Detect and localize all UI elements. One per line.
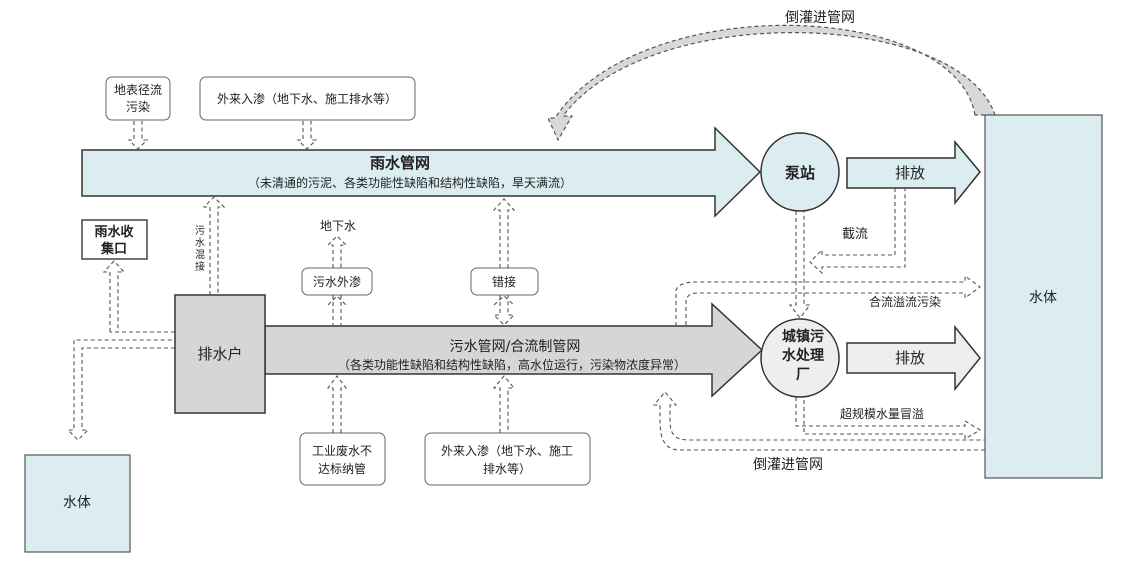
sewage-network-title: 污水管网/合流制管网	[450, 339, 581, 355]
top-backflow-label: 倒灌进管网	[785, 10, 855, 26]
connector-discharger-left-2	[66, 339, 175, 441]
connector-misconnection-bottom	[492, 295, 516, 326]
industrial-box	[299, 432, 386, 486]
water-body-left	[24, 454, 131, 553]
connector-cso	[675, 274, 981, 326]
industrial-line2: 达标纳管	[318, 461, 366, 476]
connector-discharger-to-rain	[202, 196, 226, 295]
rain-inlet-line2: 集口	[100, 241, 127, 257]
rain-network-title: 雨水管网	[370, 154, 430, 172]
rain-network-arrow	[81, 126, 762, 218]
connector-exfiltration-down	[332, 295, 342, 325]
sewage-network-subtitle: （各类功能性缺陷和结构性缺陷，高水位运行，污染物浓度异常）	[338, 357, 686, 372]
bottom-backflow-label: 倒灌进管网	[753, 457, 823, 473]
rain-inlet-box	[81, 219, 148, 260]
wwtp-label-line1: 城镇污	[782, 328, 824, 345]
connector-bottom-backflow	[652, 391, 985, 451]
connector-surface-runoff	[127, 121, 149, 150]
surface-runoff-line1: 地表径流	[114, 83, 162, 97]
water-body-right-label: 水体	[1029, 290, 1057, 306]
discharge-top-label: 排放	[895, 164, 925, 182]
discharger-box	[174, 294, 266, 414]
surface-runoff-line2: 污染	[126, 99, 150, 114]
discharge-top-arrow	[846, 139, 981, 206]
discharge-bottom-arrow	[846, 324, 981, 392]
infiltration-bottom-box	[424, 432, 591, 486]
connector-exfiltration-arrow	[327, 295, 347, 306]
connector-rain-inlet	[102, 260, 126, 332]
connector-infiltration-bottom	[492, 375, 516, 433]
cso-pollution-label: 合流溢流污染	[869, 294, 941, 309]
pump-station-circle	[760, 132, 840, 212]
connector-misconnection-top	[492, 198, 516, 268]
industrial-line1: 工业废水不	[312, 443, 372, 458]
discharge-bottom-label: 排放	[895, 349, 925, 367]
surface-runoff-box	[105, 76, 171, 121]
sewage-infiltrate-char-4: 接	[195, 260, 205, 273]
connector-infiltration-top	[296, 121, 318, 150]
infiltration-top-box	[199, 76, 416, 121]
connector-interception	[809, 188, 906, 275]
discharger-label: 排水户	[197, 345, 242, 363]
groundwater-label: 地下水	[320, 219, 356, 233]
interception-label: 截流	[842, 227, 868, 242]
top-backflow-arrow	[547, 24, 996, 142]
connector-pump-to-wwtp	[788, 211, 812, 319]
wwtp-circle	[760, 318, 840, 398]
sewage-network-arrow	[264, 302, 764, 398]
wwtp-label-line3: 厂	[796, 367, 810, 383]
sewage-exfiltration-box	[301, 267, 373, 296]
wwtp-label-line2: 水处理	[782, 347, 824, 364]
infiltration-bottom-line2: 排水等）	[483, 462, 531, 476]
misconnection-box	[470, 267, 539, 296]
water-body-right	[984, 114, 1103, 479]
misconnection-label: 错接	[492, 274, 516, 289]
connector-overflow	[795, 397, 982, 440]
connector-exfiltration-up	[326, 235, 348, 268]
infiltration-top-label: 外来入渗（地下水、施工排水等）	[217, 91, 397, 106]
sewage-infiltrate-char-2: 水	[195, 237, 205, 249]
rain-network-subtitle: （未清通的污泥、各类功能性缺陷和结构性缺陷，旱天满流）	[248, 175, 572, 190]
connector-misconnection-bottom-up	[493, 295, 515, 306]
rain-inlet-line1: 雨水收	[94, 224, 134, 240]
sewage-exfiltration-label: 污水外渗	[313, 274, 361, 289]
water-body-left-label: 水体	[63, 495, 91, 511]
sewage-infiltrate-char-1: 污	[195, 225, 205, 237]
infiltration-bottom-line1: 外来入渗（地下水、施工	[441, 443, 573, 458]
overflow-label: 超规模水量冒溢	[840, 406, 924, 421]
pump-station-label: 泵站	[785, 164, 815, 182]
connector-industrial	[326, 375, 348, 433]
dashed-connectors	[66, 121, 985, 451]
sewage-infiltrate-char-3: 混	[195, 249, 205, 261]
